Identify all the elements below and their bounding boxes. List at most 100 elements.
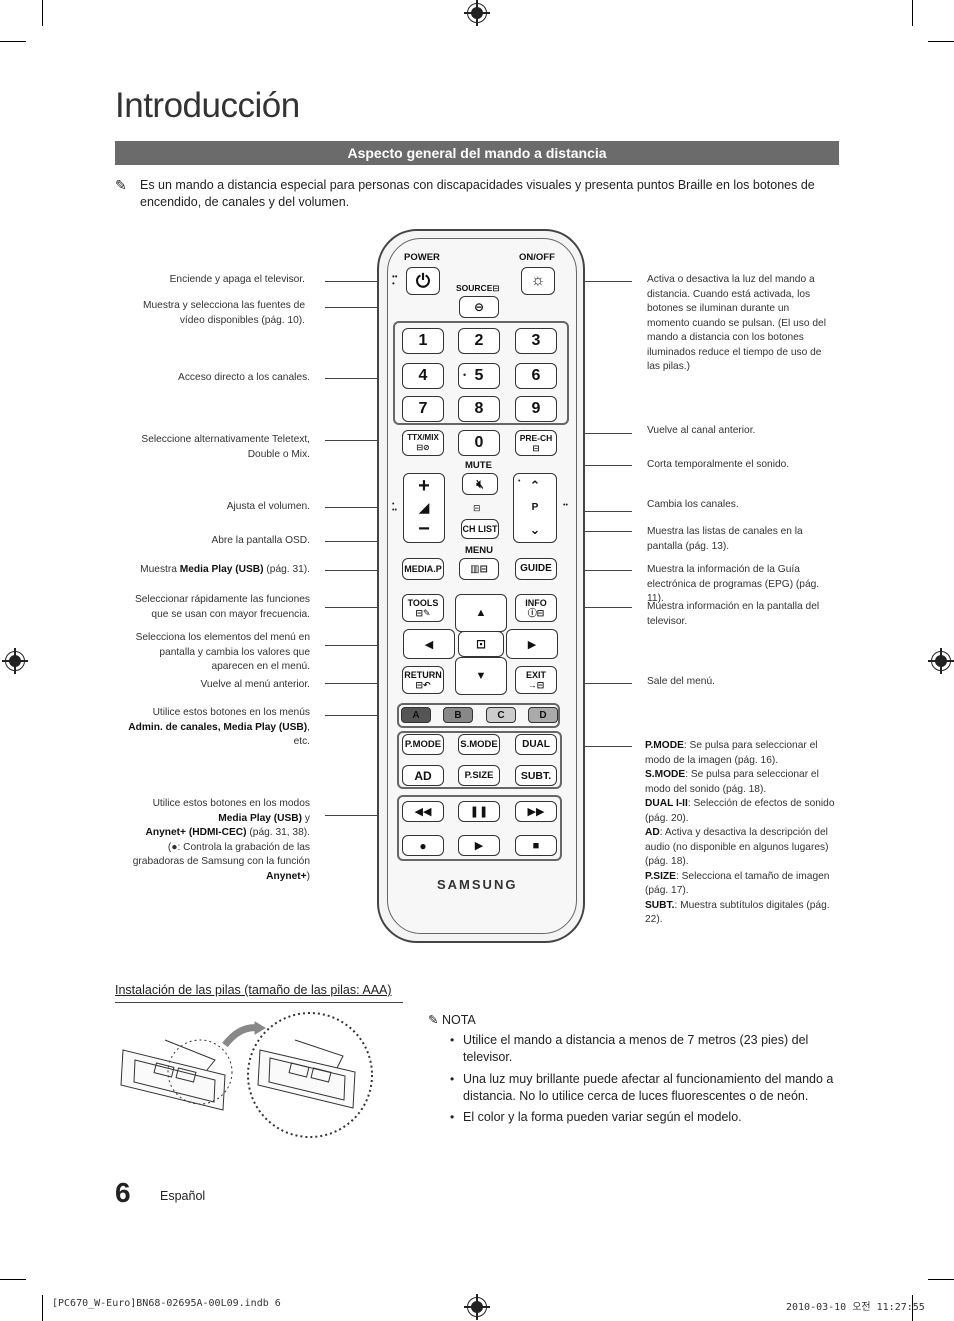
digit-7-button[interactable]: 7 (402, 396, 444, 422)
registration-mark-icon (928, 648, 954, 674)
label-subt: : Muestra subtítulos digitales (pág. 22)… (645, 899, 830, 926)
arrow-down-button[interactable]: ▼ (455, 657, 507, 695)
digit-9-button[interactable]: 9 (515, 396, 557, 422)
dual-button[interactable]: DUAL (515, 734, 557, 755)
page-number: 6 (115, 1177, 131, 1208)
label-media-l1: Utilice estos botones en los modos (152, 798, 310, 809)
crop-mark (42, 0, 43, 26)
enter-button[interactable]: ⊡ (458, 631, 504, 657)
label-mediap: Muestra Media Play (USB) (pág. 31). (110, 563, 310, 578)
leader-line (325, 541, 410, 542)
light-bulb-icon: ☼ (530, 272, 546, 289)
media-p-button[interactable]: MEDIA.P (402, 558, 444, 580)
label-onoff: Activa o desactiva la luz del mando a di… (647, 274, 826, 372)
color-d-button[interactable]: D (528, 707, 558, 723)
pre-ch-button[interactable]: PRE-CH⊟ (515, 430, 557, 456)
p-mode-button[interactable]: P.MODE (402, 734, 444, 755)
pencil-icon: ✎ (115, 177, 127, 193)
braille-dots: •• (563, 502, 568, 509)
plus-icon: + (418, 474, 430, 497)
label-media-l6b: ) (306, 870, 310, 882)
chevron-up-icon: ⌃ (529, 478, 541, 494)
label-tools: Seleccionar rápidamente las funciones qu… (135, 594, 310, 620)
pause-icon: ❚❚ (469, 806, 489, 818)
label-color-pre: Utilice estos botones en los menús (152, 707, 310, 718)
braille-dot: • (463, 370, 467, 380)
volume-rocker[interactable]: +◢− (403, 473, 445, 543)
fast-forward-icon: ▶▶ (527, 806, 545, 818)
ttx-mix-button[interactable]: TTX/MIX⊟⊘ (402, 430, 444, 456)
media-keys-group (397, 795, 562, 861)
pause-button[interactable]: ❚❚ (458, 801, 500, 822)
function-keys-group (397, 731, 562, 789)
label-subt-bold: SUBT. (645, 899, 675, 911)
volume-ramp-icon: ◢ (418, 499, 430, 516)
digit-8-button[interactable]: 8 (458, 396, 500, 422)
source-button[interactable]: ⊖ (459, 296, 499, 318)
color-c-button[interactable]: C (486, 707, 516, 723)
ch-list-button[interactable]: CH LIST (461, 519, 499, 539)
digit-3-button[interactable]: 3 (515, 328, 557, 354)
guide-button[interactable]: GUIDE (515, 558, 557, 580)
crop-mark (0, 1279, 26, 1280)
label-mediap-post: (pág. 31). (263, 564, 310, 575)
digit-4-button[interactable]: 4 (402, 363, 444, 389)
power-button[interactable]: ⏻ (406, 267, 440, 295)
arrow-up-button[interactable]: ▲ (455, 594, 507, 632)
nota-heading: ✎ NOTA (428, 1012, 476, 1027)
pre-ch-label: PRE-CH (519, 433, 553, 443)
subt-button[interactable]: SUBT. (515, 765, 557, 786)
play-button[interactable]: ▶ (458, 835, 500, 856)
label-color-keys: Utilice estos botones en los menús Admin… (128, 707, 310, 747)
teletext-icon: ⊟⊘ (416, 443, 430, 452)
digit-6-button[interactable]: 6 (515, 363, 557, 389)
fast-forward-button[interactable]: ▶▶ (515, 801, 557, 822)
onoff-key-label: ON/OFF (519, 252, 555, 263)
ttx-mix-label: TTX/MIX (407, 433, 439, 442)
crop-mark (42, 1295, 43, 1321)
source-label-text: SOURCE (456, 283, 493, 293)
mute-button[interactable]: 🔇︎ (462, 473, 498, 495)
s-mode-button[interactable]: S.MODE (458, 734, 500, 755)
page-title: Introducción (115, 86, 300, 125)
return-button[interactable]: RETURN⊟↶ (402, 666, 444, 694)
tools-button[interactable]: TOOLS⊟✎ (402, 594, 444, 622)
return-label: RETURN (404, 670, 442, 680)
p-size-button[interactable]: P.SIZE (458, 765, 500, 786)
label-mediap-pre: Muestra (140, 564, 180, 575)
exit-button[interactable]: EXIT→⊟ (515, 666, 557, 694)
leader-line (557, 683, 632, 684)
arrow-right-icon: ▶ (527, 638, 537, 651)
menu-button[interactable]: ▥⊟ (459, 558, 499, 580)
ad-button[interactable]: AD (402, 765, 444, 786)
digit-2-button[interactable]: 2 (458, 328, 500, 354)
crop-mark (928, 1279, 954, 1280)
rewind-icon: ◀◀ (414, 806, 432, 818)
stop-button[interactable]: ■ (515, 835, 557, 856)
rewind-button[interactable]: ◀◀ (402, 801, 444, 822)
label-guide: Muestra la información de la Guía electr… (647, 564, 820, 604)
onoff-button[interactable]: ☼ (521, 267, 555, 295)
input-icon: ⊟ (492, 283, 500, 293)
label-info: Muestra información en la pantalla del t… (647, 601, 820, 627)
note-item: Utilice el mando a distancia a menos de … (463, 1033, 809, 1064)
source-key-label: SOURCE⊟ (456, 283, 500, 294)
label-smode-bold: S.MODE (645, 769, 686, 780)
label-mediap-bold: Media Play (USB) (179, 564, 264, 575)
exit-icon: →⊟ (527, 680, 545, 690)
label-media-l6: Anynet+ (266, 870, 307, 882)
channel-rocker[interactable]: ⌃P⌄ (513, 473, 557, 543)
color-a-button[interactable]: A (401, 707, 431, 723)
record-button[interactable]: ● (402, 835, 444, 856)
battery-section-title: Instalación de las pilas (tamaño de las … (115, 983, 392, 997)
digit-5-button[interactable]: 5 (458, 363, 500, 389)
digit-1-button[interactable]: 1 (402, 328, 444, 354)
color-b-button[interactable]: B (443, 707, 473, 723)
enter-icon: ⊡ (475, 637, 487, 651)
arrow-left-button[interactable]: ◀ (403, 629, 455, 659)
arrow-right-button[interactable]: ▶ (506, 629, 558, 659)
label-return: Vuelve al menú anterior. (200, 679, 311, 690)
digit-0-button[interactable]: 0 (458, 430, 500, 456)
label-media-l3b: (pág. 31, 38). (246, 827, 310, 838)
